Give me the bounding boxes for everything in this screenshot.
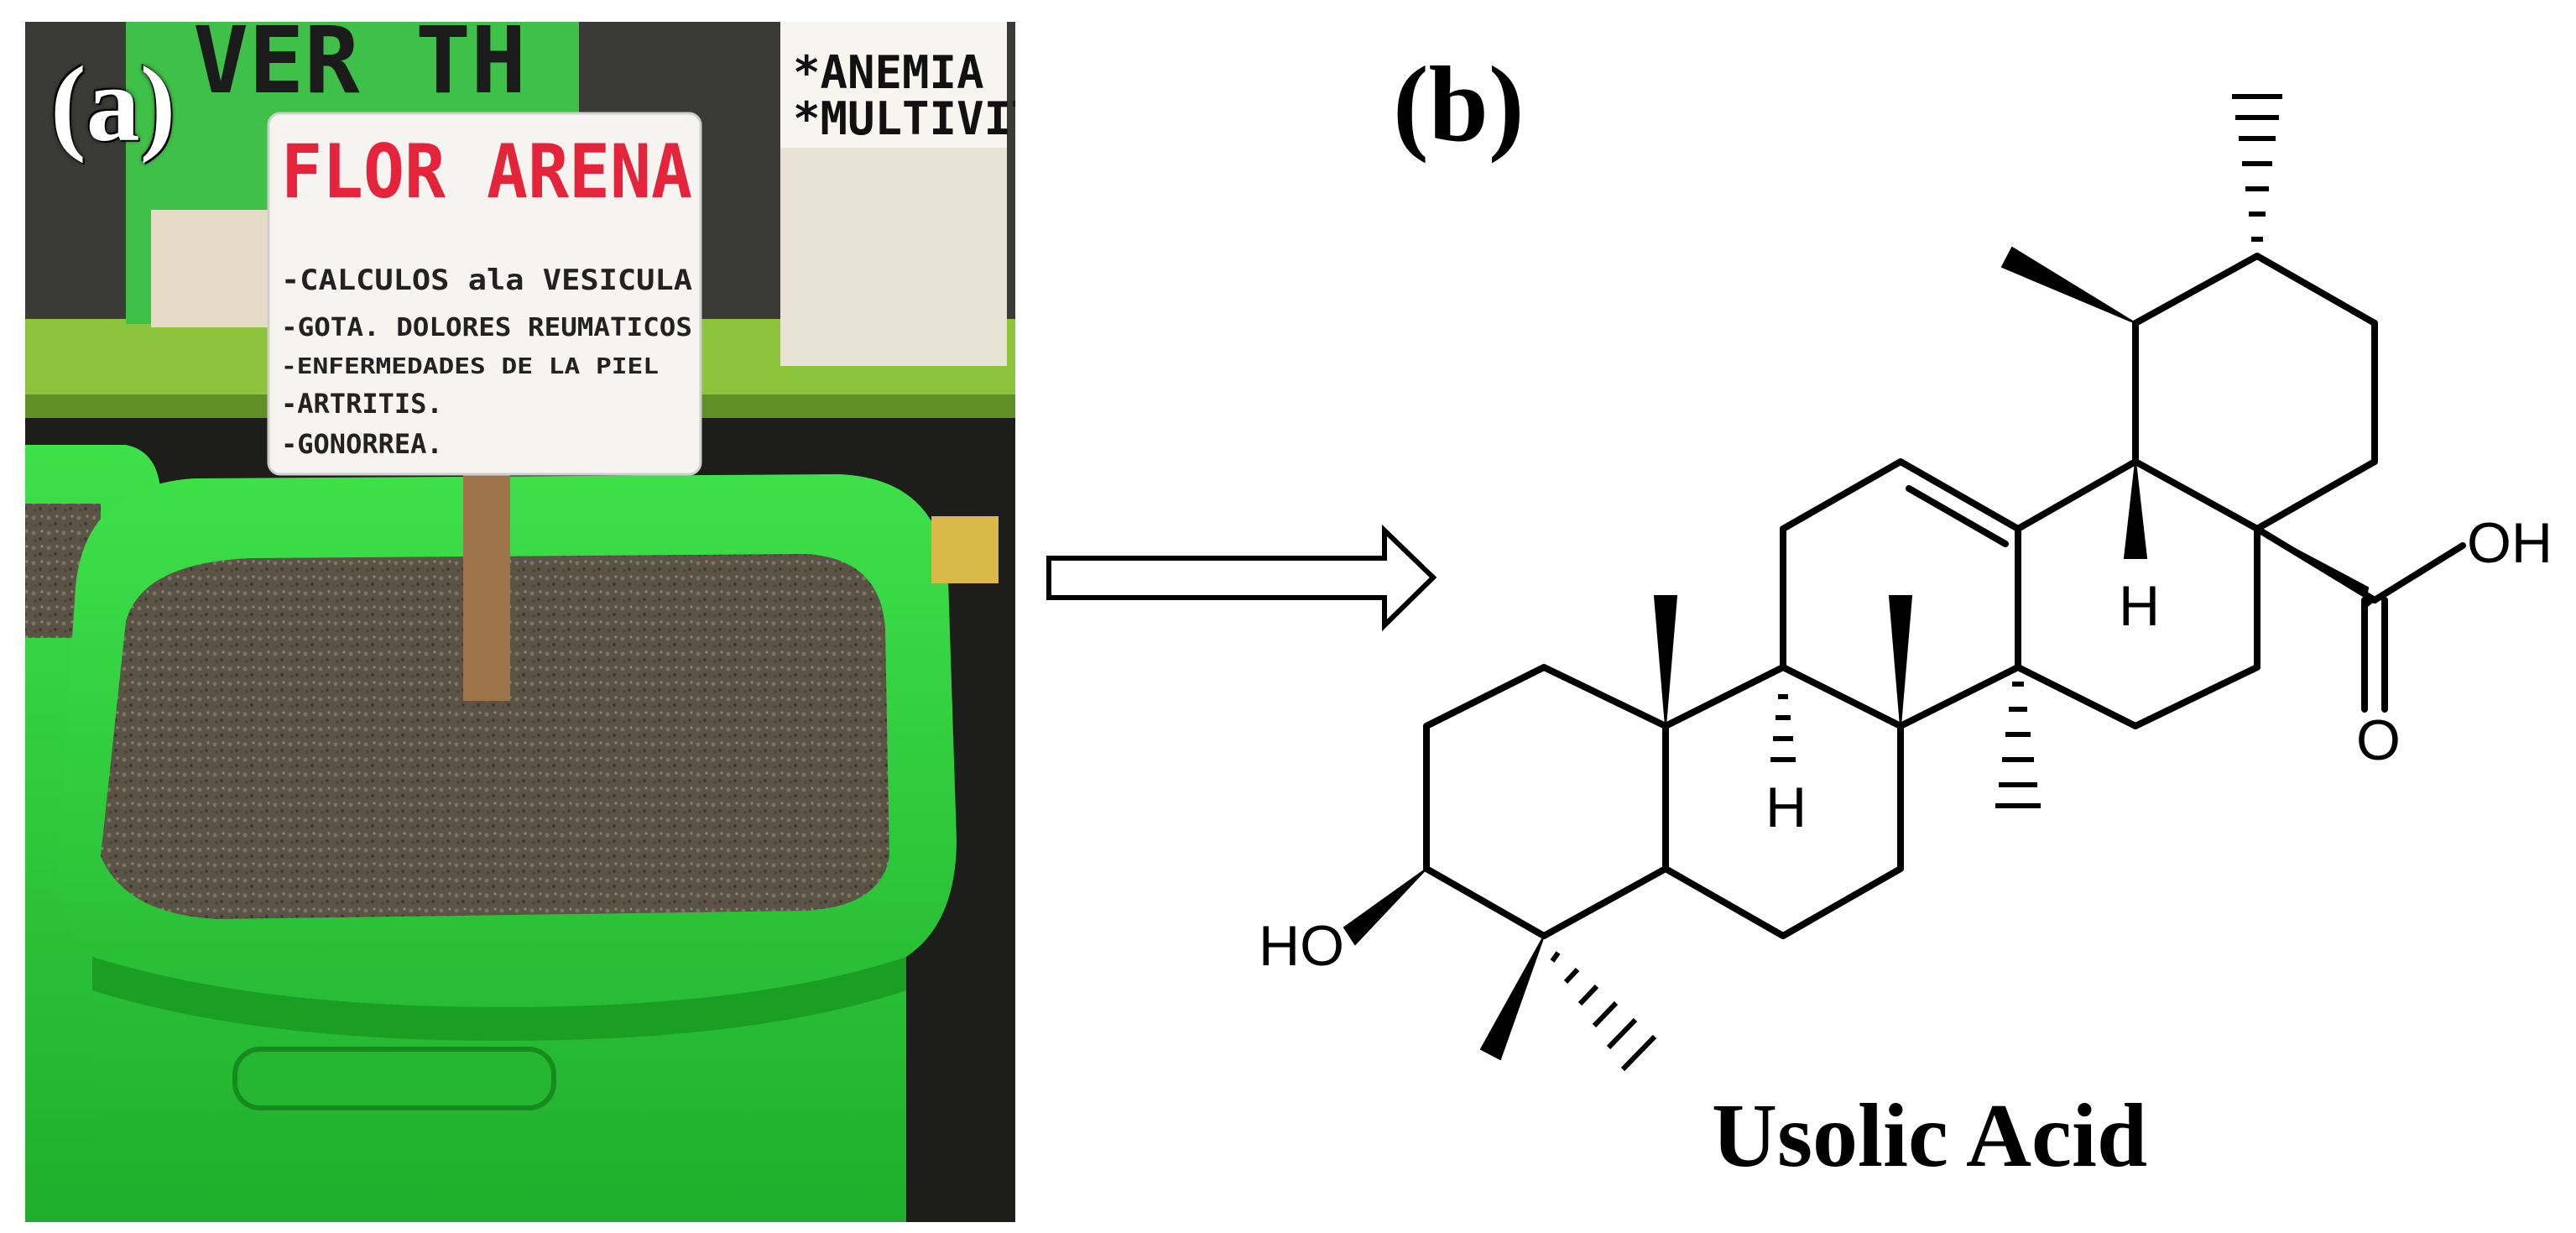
seed-surface <box>101 554 889 919</box>
atom-o-carbonyl: O <box>2356 708 2401 772</box>
sign-line-1: -CALCULOS ala VESICULA <box>281 264 692 297</box>
atom-oh-acid: OH <box>2467 511 2553 575</box>
sign-title: FLOR ARENA <box>281 128 692 215</box>
atom-h-upper: H <box>2119 574 2160 638</box>
background-sign-right-line-2: *MULTIVITA <box>793 92 1015 145</box>
panel-a-photo: VER TH *ANEMIA *MULTIVITA FLOR ARENA -CA… <box>25 7 1015 1222</box>
sign-line-3: -ENFERMEDADES DE LA PIEL <box>281 354 659 379</box>
panel-b-label: (b) <box>1393 44 1525 164</box>
sign-stake <box>463 470 510 701</box>
background-sign-right-line-1: *ANEMIA <box>793 46 984 99</box>
panel-a-label: (a) <box>50 44 176 164</box>
atom-h-lower: H <box>1765 776 1807 839</box>
sign-line-2: -GOTA. DOLORES REUMATICOS <box>281 313 692 342</box>
sign-line-5: -GONORREA. <box>281 428 443 460</box>
price-sign: FLOR ARENA -CALCULOS ala VESICULA -GOTA.… <box>267 112 702 476</box>
compound-caption: Usolic Acid <box>1712 1086 2148 1186</box>
sign-line-4: -ARTRITIS. <box>281 388 443 420</box>
background-sign-left: VER TH <box>193 7 526 114</box>
atom-ho: HO <box>1259 914 1344 978</box>
